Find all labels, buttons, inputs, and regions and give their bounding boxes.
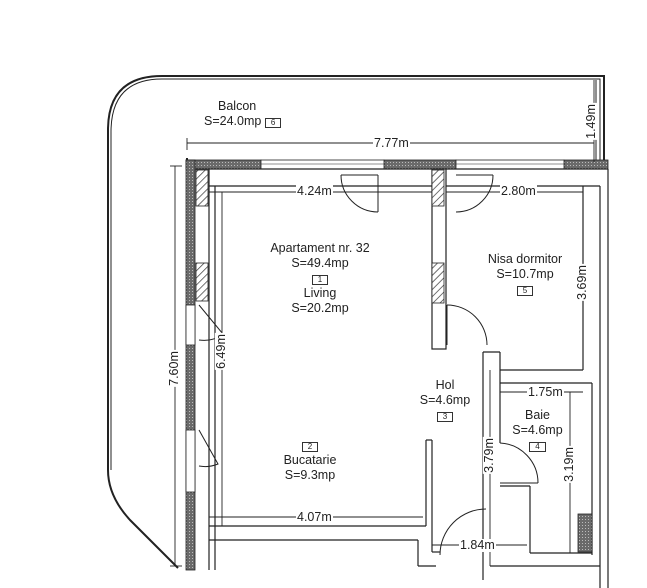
apartment-summary-label: Apartament nr. 32 S=49.4mp 1 Living S=20… [250,241,390,316]
room-name: Baie [524,408,551,422]
room-name: Hol [435,378,455,392]
apartment-area: S=49.4mp [291,256,349,270]
room-area: S=4.6mp [419,393,471,407]
dim-living-width: 4.24m [296,184,333,198]
structural-columns [195,169,593,553]
dim-living-height: 6.49m [213,333,228,370]
dim-overall-width: 7.77m [373,136,410,150]
room-area: S=9.3mp [284,468,336,482]
room-tag: 5 [516,286,534,296]
room-label-nisa: Nisa dormitor S=10.7mp 5 [470,252,580,297]
room-tag: 4 [529,442,546,452]
dim-bucatarie-width: 4.07m [296,510,333,524]
room-label-hol: Hol S=4.6mp 3 [400,378,490,423]
room-area-living: S=20.2mp [291,301,349,315]
room-name: Bucatarie [283,453,337,467]
room-area: S=4.6mp [512,423,563,437]
dim-overall-height: 7.60m [166,350,181,387]
dim-balcony-depth: 1.49m [583,103,598,140]
room-name: Nisa dormitor [487,252,563,266]
apartment-title: Apartament nr. 32 [270,241,370,255]
room-tag: 3 [436,412,454,422]
room-label-balcon: Balcon S=24.0mp 6 [200,99,310,129]
dim-hol-height: 3.79m [481,437,496,474]
dim-hol-width: 1.84m [459,538,496,552]
room-area: S=24.0mp [204,114,262,128]
apartment-tag: 1 [311,275,329,285]
room-name-living: Living [303,286,337,300]
room-name: Balcon [218,99,257,113]
dim-nisa-width: 2.80m [500,184,537,198]
dim-nisa-height: 3.69m [574,264,589,301]
door-swings [198,174,539,556]
dim-baie-width: 1.75m [527,385,564,399]
dim-baie-height: 3.19m [561,446,576,483]
room-label-bucatarie: 2 Bucatarie S=9.3mp [260,438,360,483]
room-tag: 6 [264,118,282,128]
room-label-baie: Baie S=4.6mp 4 [500,408,575,453]
room-area: S=10.7mp [496,267,554,281]
exterior-walls [185,159,609,571]
room-tag: 2 [301,442,319,452]
